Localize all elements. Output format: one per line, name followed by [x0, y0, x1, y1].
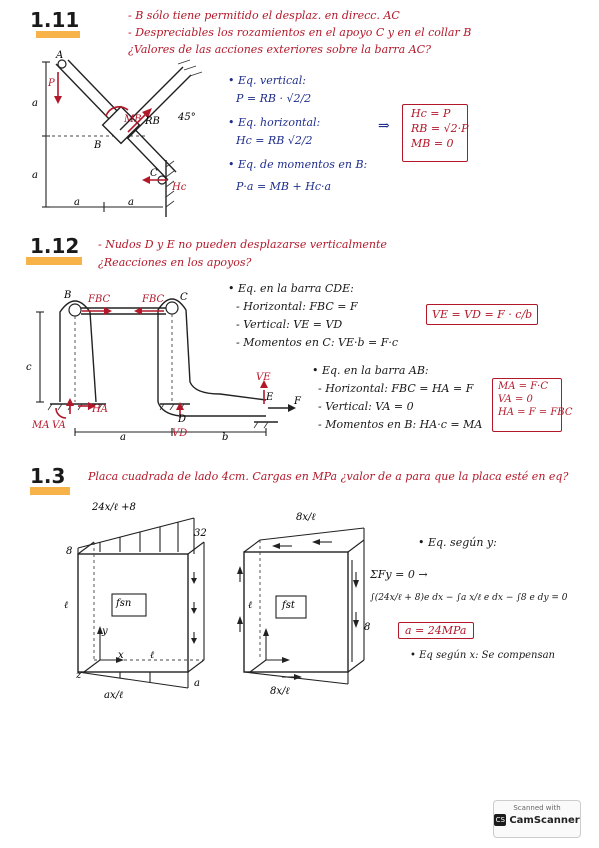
eq-integral: ∫(24x/ℓ + 8)e dx − ∫a x/ℓ e dx − ∫8 e dy…	[370, 593, 568, 603]
label-top-shear: 8x/ℓ	[296, 512, 316, 523]
label-a-4: a	[128, 197, 134, 208]
eq-text: - Horizontal: FBC = F	[236, 300, 358, 313]
eq-text: - Momentos en C: VE·b = F·c	[236, 336, 399, 349]
statement-line: - Nudos D y E no pueden desplazarse vert…	[98, 238, 387, 251]
scanned-with-text: Scanned with	[513, 804, 561, 812]
label-F: F	[294, 396, 301, 407]
label-bottom-shear: 8x/ℓ	[270, 686, 290, 697]
label-VD: VD	[172, 428, 188, 439]
diagram-1-12	[36, 298, 296, 436]
label-32: 32	[194, 528, 207, 539]
label-C: C	[180, 292, 188, 303]
label-l-bottom: ℓ	[150, 650, 155, 661]
problem-number-1-12: 1.12	[30, 234, 80, 258]
label-l: ℓ	[64, 600, 69, 611]
label-c: c	[26, 362, 32, 373]
camscanner-brand: CamScanner	[509, 814, 580, 826]
diagram-1-11	[42, 59, 203, 217]
label-a: a	[120, 432, 126, 443]
statement-line: Placa cuadrada de lado 4cm. Cargas en MP…	[88, 470, 569, 483]
label-a: a	[194, 678, 200, 689]
eq-text: P = RB · √2/2	[236, 92, 312, 105]
label-P: P	[48, 78, 55, 89]
eq-text: - Vertical: VA = 0	[318, 400, 414, 413]
label-a-2: a	[32, 170, 38, 181]
eq-text: - Vertical: VE = VD	[236, 318, 343, 331]
label-VE: VE	[256, 372, 271, 383]
result-line: VA = 0	[498, 394, 533, 405]
label-MB: MB	[124, 114, 142, 125]
label-z: z	[76, 670, 82, 681]
result-line: MA = F·C	[498, 381, 548, 392]
label-FBC: FBC	[88, 294, 111, 305]
camscanner-badge: Scanned with CS CamScanner	[493, 800, 581, 838]
label-fsn: fsn	[116, 598, 132, 609]
label-B: B	[64, 290, 72, 301]
eq-title: • Eq. en la barra CDE:	[228, 282, 354, 295]
highlight-mark	[36, 31, 80, 38]
result-box-1-11: Hc = P RB = √2·P MB = 0	[402, 104, 468, 162]
label-x: x	[118, 650, 124, 661]
label-E: E	[266, 392, 274, 403]
label-fst: fst	[282, 600, 295, 611]
result-box-cde: VE = VD = F · c/b	[426, 304, 539, 325]
result-line: MB = 0	[411, 137, 454, 150]
label-HA: HA	[92, 404, 108, 415]
problem-number-1-3: 1.3	[30, 464, 66, 488]
label-8: 8	[66, 546, 73, 557]
label-FBC: FBC	[142, 294, 165, 305]
eq-text: ΣFy = 0 →	[370, 568, 428, 581]
label-VA: VA	[52, 420, 66, 431]
label-HC: Hc	[172, 182, 187, 193]
camscanner-icon: CS	[494, 814, 507, 826]
label-top-load: 24x/ℓ +8	[92, 502, 136, 513]
statement-line: - B sólo tiene permitido el desplaz. en …	[128, 9, 400, 22]
result-line: HA = F = FBC	[498, 407, 573, 418]
statement-line: - Despreciables los rozamientos en el ap…	[128, 26, 472, 39]
label-a-3: a	[74, 197, 80, 208]
eq-title: • Eq. según y:	[418, 536, 497, 549]
label-l2: ℓ	[248, 600, 253, 611]
diagram-plate-fst	[237, 527, 365, 685]
statement-line: ¿Reacciones en los apoyos?	[98, 256, 252, 269]
implies-arrow: ⇒	[378, 118, 390, 134]
label-C: C	[150, 168, 158, 179]
label-ax: ax/ℓ	[104, 690, 124, 701]
eq-text: • Eq según x: Se compensan	[410, 650, 555, 661]
label-MA: MA	[32, 420, 50, 431]
eq-text: • Eq. de momentos en B:	[228, 158, 368, 171]
eq-text: • Eq. horizontal:	[228, 116, 321, 129]
highlight-mark	[26, 257, 82, 265]
label-RB: RB	[145, 116, 160, 127]
eq-text: • Eq. vertical:	[228, 74, 306, 87]
label-angle: 45°	[178, 112, 196, 123]
statement-line: ¿Valores de las acciones exteriores sobr…	[128, 43, 431, 56]
eq-text: Hc = RB √2/2	[236, 134, 313, 147]
highlight-mark	[30, 487, 70, 495]
diagram-plate-fsn	[77, 517, 205, 689]
eq-text: - Momentos en B: HA·c = MA	[318, 418, 483, 431]
eq-title: • Eq. en la barra AB:	[312, 364, 429, 377]
label-8-side: 8	[364, 622, 371, 633]
label-B: B	[94, 140, 102, 151]
result-box-1-3: a = 24MPa	[398, 622, 474, 639]
result-line: RB = √2·P	[411, 122, 469, 135]
label-A: A	[56, 50, 64, 61]
label-D: D	[178, 414, 187, 425]
problem-number-1-11: 1.11	[30, 8, 80, 32]
label-y: y	[102, 626, 108, 637]
label-a-1: a	[32, 98, 38, 109]
result-line: Hc = P	[411, 107, 451, 120]
eq-text: P·a = MB + Hc·a	[236, 180, 332, 193]
eq-text: - Horizontal: FBC = HA = F	[318, 382, 474, 395]
label-b: b	[222, 432, 229, 443]
result-box-ab: MA = F·C VA = 0 HA = F = FBC	[492, 378, 573, 432]
